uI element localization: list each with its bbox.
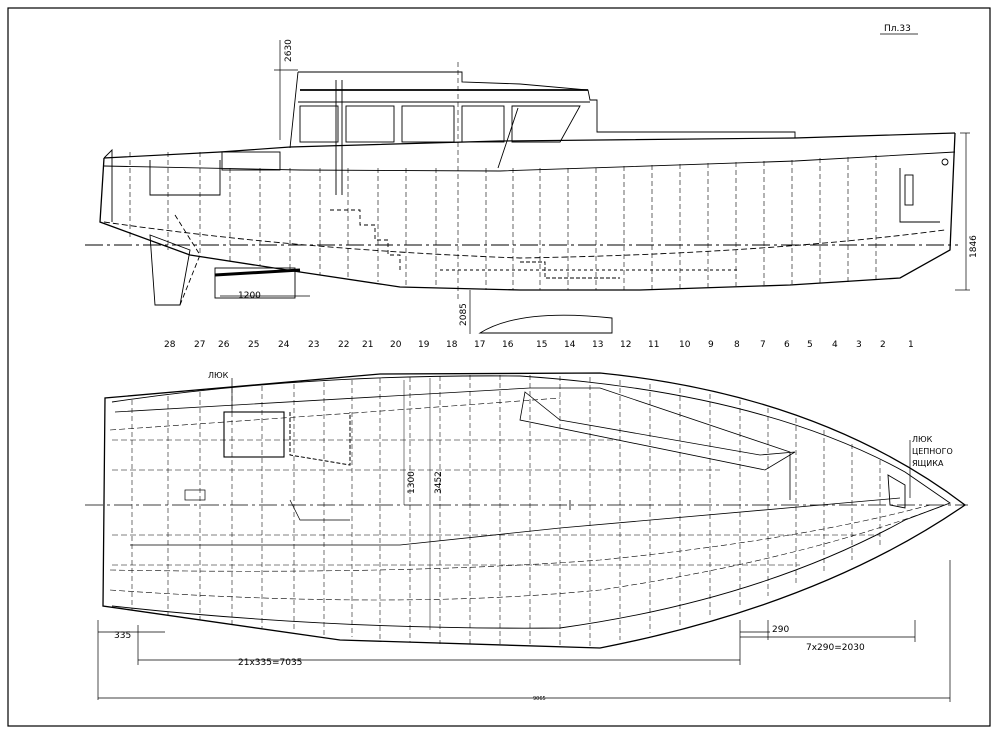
cabin-front <box>289 71 299 149</box>
window-4 <box>461 105 505 143</box>
bow-detail <box>899 168 940 223</box>
sheet-border <box>7 7 991 727</box>
dim-rudder-length: 1200 <box>238 291 261 301</box>
plan-chine-lower <box>109 504 931 572</box>
frame-number: 24 <box>278 340 290 350</box>
frame-numbers: 28 27 26 25 24 23 22 21 20 19 18 17 16 1… <box>164 340 914 350</box>
frame-number: 3 <box>856 340 862 350</box>
winch-base <box>184 489 206 501</box>
frame-number: 20 <box>390 340 402 350</box>
hatch-label: ЛЮК <box>208 371 229 380</box>
frame-number: 4 <box>832 340 838 350</box>
dim-max-breadth: 3452 <box>434 471 444 494</box>
dim-bow-frame-spacing: 290 <box>772 625 789 635</box>
frame-number: 16 <box>502 340 514 350</box>
deck-edge-lower <box>130 497 901 546</box>
frame-number: 14 <box>564 340 576 350</box>
dim-aft-spacing: 21x335=7035 <box>238 658 302 668</box>
window-2 <box>345 105 395 143</box>
frame-number: 6 <box>784 340 790 350</box>
bilge-box <box>214 267 296 299</box>
frame-number: 8 <box>734 340 740 350</box>
dim-height-top: 2630 <box>284 39 294 62</box>
skeg-bar <box>214 268 301 277</box>
cabin-strut <box>497 107 519 169</box>
plan-dimension-lines <box>97 560 951 702</box>
dim-bow-spacing: 7x290=2030 <box>806 643 865 653</box>
deck-line <box>103 151 956 172</box>
bow-hatch-label-line-2: ЦЕПНОГО <box>912 447 953 456</box>
gunwale-line <box>111 375 951 629</box>
chine-line <box>103 221 946 259</box>
hull-outline <box>102 372 967 649</box>
frame-number: 21 <box>362 340 373 350</box>
frame-number: 26 <box>218 340 230 350</box>
frame-number: 7 <box>760 340 766 350</box>
bow-locker <box>904 174 914 206</box>
deck-edge <box>114 387 791 500</box>
frame-number: 27 <box>194 340 205 350</box>
dim-half-breadth: 1300 <box>407 471 417 494</box>
cabin-sole <box>520 261 620 279</box>
frame-number: 22 <box>338 340 349 350</box>
frame-number: 12 <box>620 340 631 350</box>
frame-number: 10 <box>679 340 691 350</box>
keel-fin <box>478 314 613 334</box>
frame-number: 28 <box>164 340 176 350</box>
interior-stairs <box>330 209 401 270</box>
profile-stations <box>129 62 877 300</box>
dim-keel-depth: 2085 <box>459 303 469 326</box>
plan-bottom-line <box>109 504 946 601</box>
cockpit-outline <box>149 160 221 196</box>
aft-hatch <box>221 151 281 171</box>
window-5 <box>511 105 581 143</box>
aft-hatch-plan <box>223 411 285 458</box>
cabin-top <box>298 71 796 138</box>
transom <box>103 148 113 222</box>
frame-number: 5 <box>807 340 813 350</box>
frame-number: 19 <box>418 340 430 350</box>
dim-height-side: 1846 <box>969 235 979 258</box>
cabin-trunk <box>519 391 796 471</box>
sheer-line <box>103 132 956 159</box>
profile-view <box>85 71 958 334</box>
frame-number: 15 <box>536 340 547 350</box>
frame-number: 2 <box>880 340 886 350</box>
bow-hatch-label-line-1: ЛЮК <box>912 435 933 444</box>
cockpit-bench <box>289 499 350 521</box>
cockpit-detail <box>289 412 351 466</box>
plan-stations <box>131 375 881 646</box>
frame-number: 25 <box>248 340 259 350</box>
window-3 <box>401 105 455 143</box>
hull-bottom <box>99 132 956 291</box>
plate-label: Пл.33 <box>884 24 911 34</box>
window-1 <box>299 105 339 143</box>
frame-number: 17 <box>474 340 485 350</box>
bow-locker-plan <box>887 474 906 509</box>
profile-dimension-lines <box>220 40 970 334</box>
frame-number: 18 <box>446 340 458 350</box>
frame-number: 23 <box>308 340 319 350</box>
rudder-stock <box>174 214 201 306</box>
frame-number: 13 <box>592 340 603 350</box>
dim-overall-length: 9065 <box>533 696 546 702</box>
frame-number: 9 <box>708 340 714 350</box>
plan-longitudinals <box>112 378 880 630</box>
dim-transom-offset: 335 <box>114 631 131 641</box>
frame-number: 1 <box>908 340 914 350</box>
frame-number: 11 <box>648 340 659 350</box>
plan-chine-upper <box>109 397 561 431</box>
bow-fitting <box>941 158 949 166</box>
bow-hatch-label-line-3: ЯЩИКА <box>912 459 944 468</box>
rudder <box>149 234 191 306</box>
plan-view <box>85 372 968 649</box>
